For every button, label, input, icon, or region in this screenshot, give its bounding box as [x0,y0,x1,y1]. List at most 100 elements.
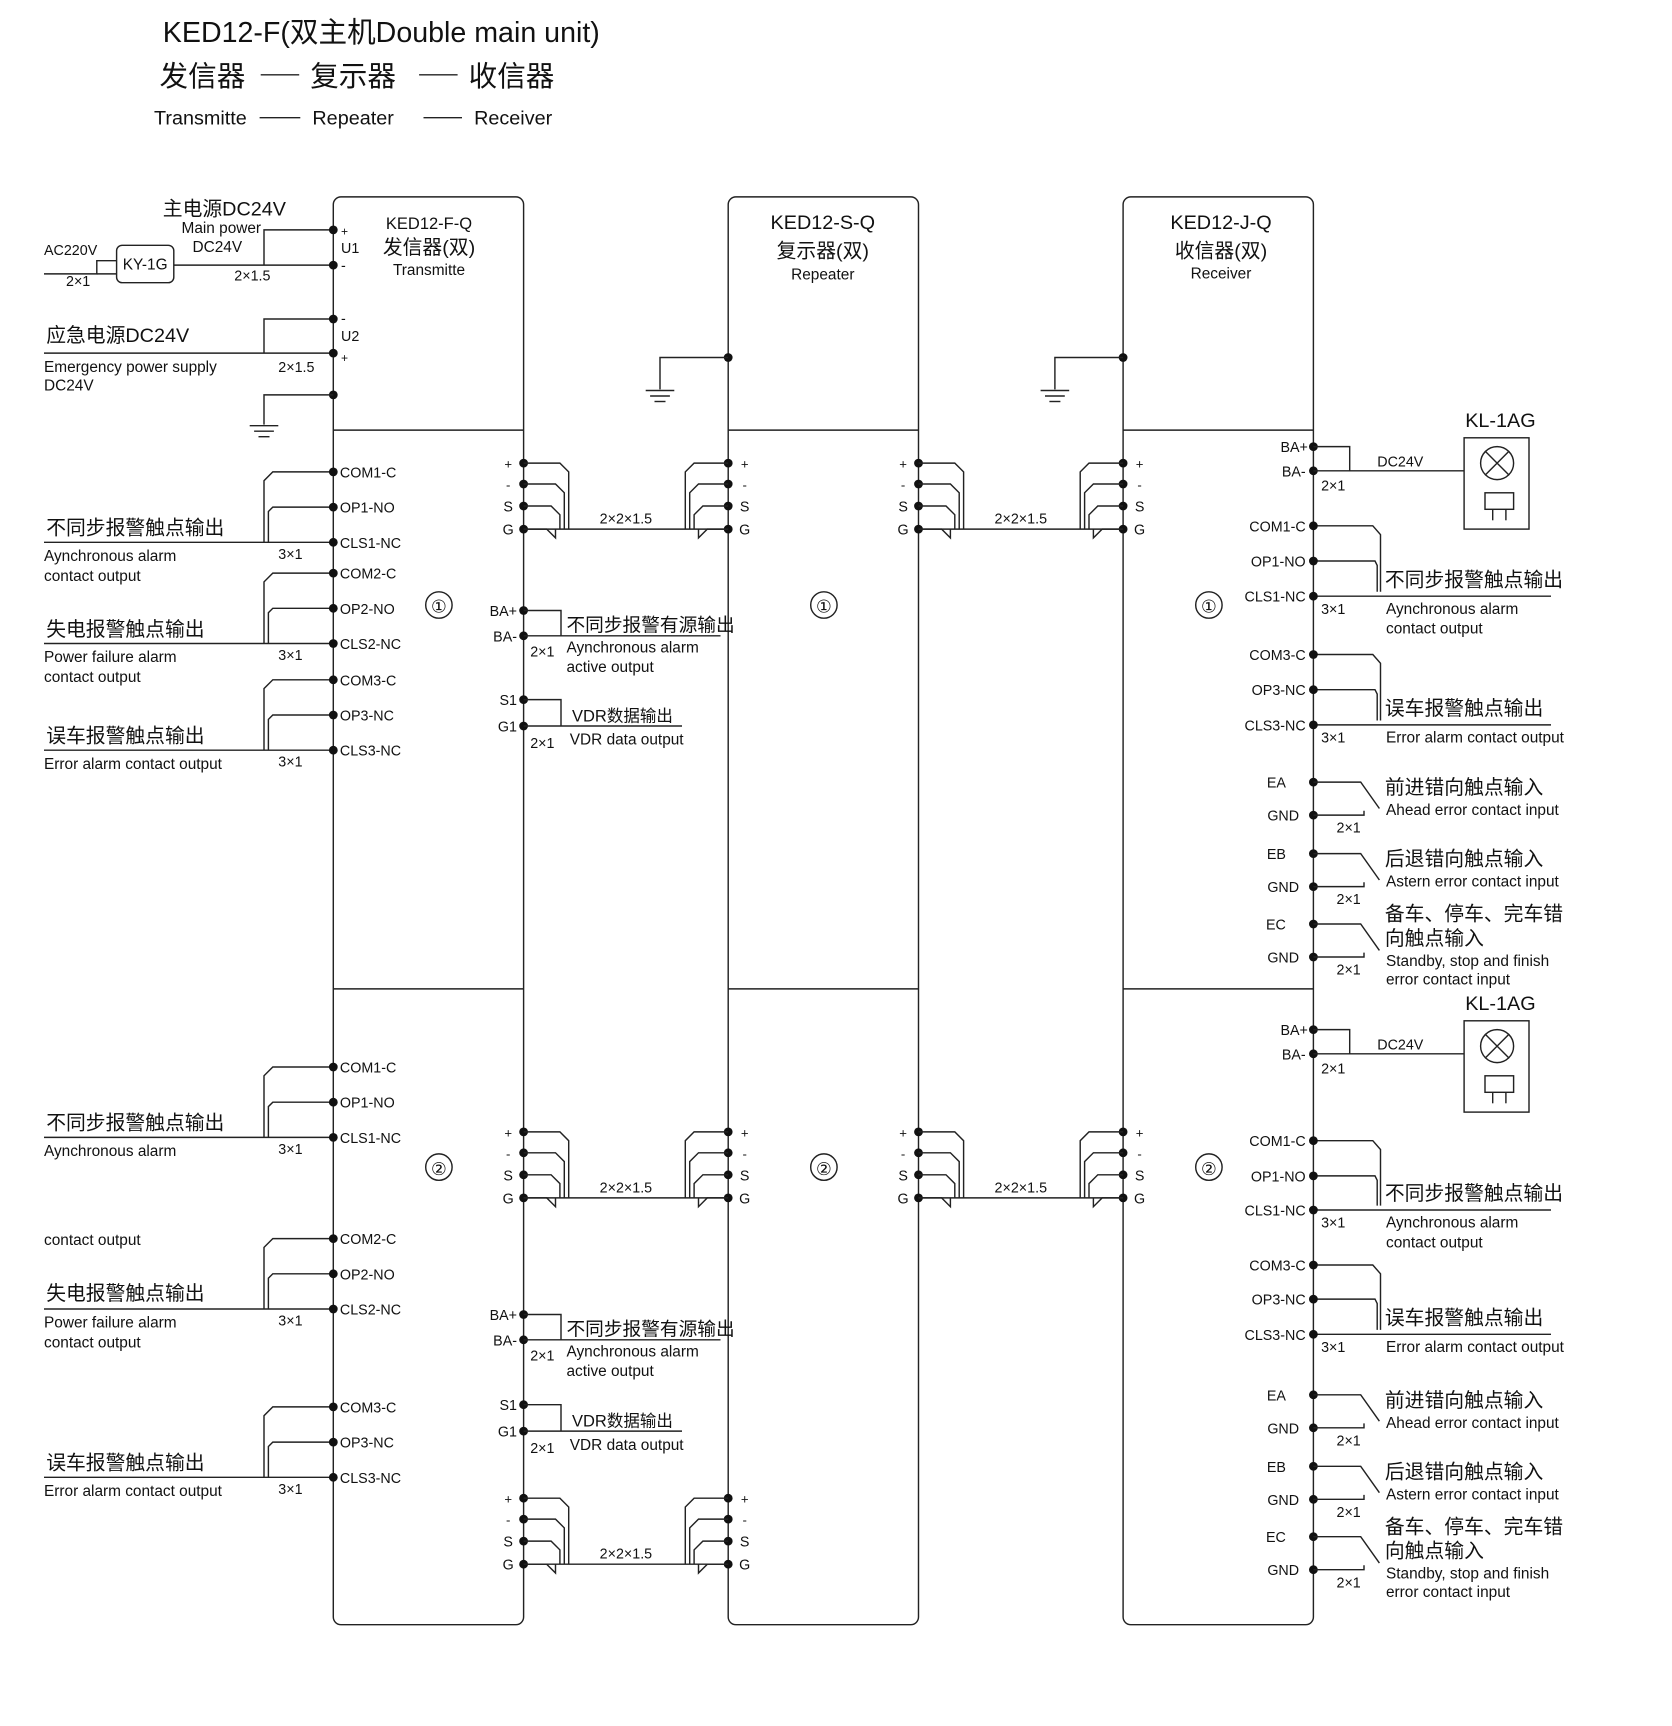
input-label-en: Astern error contact input [1386,874,1560,891]
pin-label: OP3-NC [340,709,394,725]
contact-label-zh: 不同步报警触点输出 [1385,1183,1563,1205]
contact-label-zh: 不同步报警触点输出 [46,518,224,540]
contact-label-zh: 不同步报警触点输出 [46,1113,224,1135]
bus-pin-label: - [901,477,905,492]
bus-wire [523,1563,557,1575]
terminal [519,1310,528,1319]
input-label-zh: 后退错向触点输入 [1385,1461,1544,1483]
terminal [328,314,338,324]
bus-wire [697,1197,729,1209]
bus-pin-label: S [1135,499,1145,515]
bus-wire [693,505,729,530]
input-label-zh: 前进错向触点输入 [1385,1390,1544,1412]
bus-pin-label: + [504,1492,512,1507]
section-2-number: ② [1201,1159,1217,1179]
ground-wire [1054,356,1124,390]
input-label-en: error contact input [1386,1584,1511,1601]
input-wire [1313,1535,1380,1564]
terminal [1309,591,1318,601]
contact-wire [267,714,334,751]
contact-wire [1313,1264,1382,1330]
pin-label: EA [1267,1388,1287,1404]
terminal [1118,524,1128,534]
terminal [328,639,338,648]
bus-wire [1092,528,1124,540]
contact-wire [263,1066,334,1138]
vdr-label-zh: VDR数据输出 [572,1412,673,1431]
contact-label-en: Aynchronous alarm [44,1143,176,1160]
input-label-en: Standby, stop and finish [1386,1566,1549,1583]
terminal [328,1472,338,1482]
terminal [519,458,528,468]
contact-label-en: contact output [1386,621,1483,638]
output-label-zh: 不同步报警有源输出 [567,614,735,635]
output-label-zh: 不同步报警有源输出 [567,1318,735,1339]
vdr-wire [523,1403,562,1432]
chain-en-repeater: Repeater [312,107,394,129]
bus-wire [697,1563,729,1575]
bus-pin-label: S [740,499,750,515]
terminal [519,631,528,641]
pin-label: OP3-NC [340,1436,394,1452]
pin-label: EB [1267,847,1286,863]
cable-spec: 3×1 [278,1313,302,1329]
bus-wire [523,528,557,540]
contact-label-zh: 失电报警触点输出 [46,619,204,641]
chain-zh-receiver: 收信器 [469,61,555,93]
contact-wire [1313,560,1378,592]
pin-label: EC [1266,1530,1286,1546]
input-label-zh: 备车、停车、完车错 [1385,1516,1563,1538]
vdr-label-en: VDR data output [570,732,685,749]
bus-wire [1083,1152,1124,1198]
pin-label: CLS2-NC [340,637,401,653]
terminal [519,1536,528,1546]
input-label-en: Ahead error contact input [1386,802,1560,819]
pin-label: BA+ [1280,440,1307,456]
bus-wire [1083,483,1124,530]
pin-label: CLS3-NC [1245,1328,1306,1344]
section-1-number: ① [1201,597,1217,617]
u2-plus: + [341,351,348,365]
ground-wire [263,394,334,425]
lamp-box [1463,437,1530,530]
pin-label: BA+ [490,604,517,620]
pin-label: OP2-NO [340,602,395,618]
input-label-en: Ahead error contact input [1386,1415,1560,1432]
active-output-wire [523,1313,562,1340]
terminal [328,745,338,755]
bus-pin-label: S [898,1168,908,1184]
transmitter-en: Transmitte [393,262,465,279]
input-wire [1313,810,1365,816]
terminal [519,1170,528,1180]
cable-spec: 3×1 [278,648,302,664]
terminal [1309,1260,1318,1270]
ground-terminal [1118,353,1128,362]
terminal [1118,1193,1128,1203]
bus-wire [693,1174,729,1198]
bus-cable-spec: 2×2×1.5 [995,1180,1048,1196]
terminal [328,1097,338,1107]
contact-wire [1313,688,1378,721]
terminal [519,501,528,511]
pin-label: COM3-C [340,1400,396,1416]
bus-cable-spec: 2×2×1.5 [600,512,653,528]
contact-wire [1313,1175,1378,1206]
emerg-power-en-2: DC24V [44,377,94,394]
contact-label-zh: 误车报警触点输出 [46,725,204,747]
bus-pin-label: G [739,1558,750,1574]
terminal [1309,650,1318,659]
cable-spec: 2×1 [530,645,554,661]
pin-label: CLS3-NC [340,744,401,760]
pin-label: OP1-NO [340,1096,395,1112]
cable-spec: 2×1 [1337,1575,1361,1591]
bus-pin-label: + [741,457,749,472]
terminal [1118,1148,1128,1158]
input-label-zh: 后退错向触点输入 [1385,849,1544,871]
pin-label: OP2-NO [340,1267,395,1283]
repeater-en: Repeater [791,266,854,283]
terminal [328,348,338,358]
section-2-number: ② [816,1159,832,1179]
bus-pin-label: - [506,1146,510,1161]
bus-pin-label: - [506,477,510,492]
